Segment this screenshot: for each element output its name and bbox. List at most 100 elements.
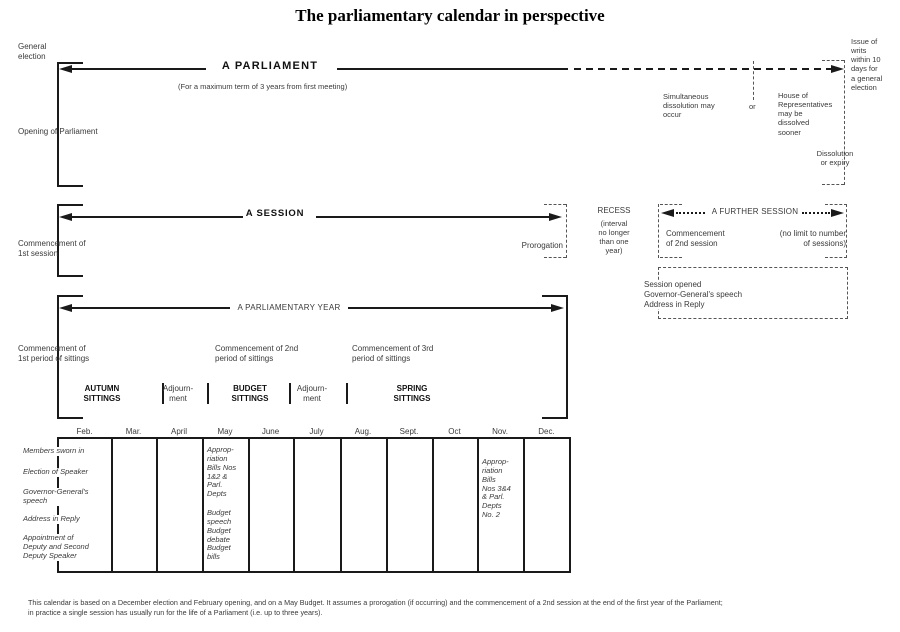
further-session-bracket-right-top-tick	[825, 204, 847, 205]
table-column-line-5	[293, 437, 295, 573]
month-header-may: May	[217, 427, 233, 436]
year-line-right	[348, 307, 551, 309]
year-title: A PARLIAMENTARY YEAR	[237, 303, 341, 312]
table-column-line-3	[202, 437, 204, 573]
commencement-2nd-session-label: Commencement of 2nd session	[666, 229, 725, 248]
footnote: This calendar is based on a December ele…	[28, 598, 723, 618]
prorogation-bracket-top-tick	[544, 204, 566, 205]
parliament-bracket-left	[57, 62, 59, 187]
further-session-bracket-right-bottom-tick	[825, 257, 847, 258]
event-address-in-reply: Address in Reply	[22, 514, 81, 524]
session-line-left	[72, 216, 243, 218]
table-column-line-4	[248, 437, 250, 573]
parliament-subtitle: (For a maximum term of 3 years from firs…	[178, 82, 348, 91]
table-right-border	[569, 437, 571, 573]
table-column-line-2	[156, 437, 158, 573]
autumn-sittings-label: AUTUMN SITTINGS	[83, 384, 121, 403]
further-session-arrowhead-left	[661, 209, 674, 217]
month-header-oct: Oct	[448, 427, 461, 436]
month-header-dec: Dec.	[538, 427, 555, 436]
dissolution-bracket	[844, 60, 845, 185]
simultaneous-dissolution-label: Simultaneous dissolution may occur	[663, 92, 715, 120]
period3-label: Commencement of 3rd period of sittings	[352, 344, 434, 363]
table-column-line-1	[111, 437, 113, 573]
year-arrowhead-right	[551, 304, 564, 312]
event-deputy-speaker-appointment: Appointment of Deputy and Second Deputy …	[22, 533, 90, 561]
further-session-dotted-line-left	[676, 212, 705, 214]
dissolution-bracket-top-tick	[822, 60, 844, 61]
spring-sittings-label: SPRING SITTINGS	[393, 384, 431, 403]
year-bracket-left-top-tick	[57, 295, 83, 297]
session-arrowhead-left	[59, 213, 72, 221]
year-bracket-right-bottom-tick	[542, 417, 568, 419]
parliament-bracket-left-top-tick	[57, 62, 83, 64]
table-column-line-8	[432, 437, 434, 573]
period1-label: Commencement of 1st period of sittings	[18, 344, 90, 363]
session-bracket-left-bottom-tick	[57, 275, 83, 277]
further-session-bracket-right	[846, 204, 847, 258]
parliament-line-dashed	[574, 68, 831, 70]
further-session-bracket-left-bottom-tick	[660, 257, 682, 258]
adjournment1-label: Adjourn- ment	[162, 384, 194, 403]
period2-label: Commencement of 2nd period of sittings	[215, 344, 299, 363]
further-session-dotted-line-right	[802, 212, 830, 214]
dissolution-bracket-bottom-tick	[822, 184, 844, 185]
month-header-jul: July	[309, 427, 324, 436]
year-bracket-left	[57, 295, 59, 419]
budget-sittings-label: BUDGET SITTINGS	[231, 384, 269, 403]
nov-appropriation-cell: Approp- riation Bills Nos 3&4 & Parl. De…	[481, 457, 523, 520]
table-top-border	[57, 437, 571, 439]
month-header-mar: Mar.	[125, 427, 142, 436]
may-appropriation-cell: Approp- riation Bills Nos 1&2 & Parl. De…	[206, 445, 248, 500]
month-header-apr: April	[170, 427, 187, 436]
year-line-left	[72, 307, 230, 309]
further-session-bracket-left-top-tick	[660, 204, 682, 205]
recess-label: RECESS	[597, 206, 631, 215]
issue-of-writs-label: Issue of writs within 10 days for a gene…	[851, 37, 883, 92]
recess-note: (interval no longer than one year)	[598, 219, 630, 256]
parliament-line-left	[72, 68, 206, 70]
prorogation-label: Prorogation	[521, 241, 563, 250]
parliament-arrowhead-right	[831, 65, 844, 73]
page-title: The parliamentary calendar in perspectiv…	[295, 6, 605, 25]
month-header-sep: Sept.	[399, 427, 419, 436]
parliament-title: A PARLIAMENT	[221, 60, 319, 72]
sittings-divider-1	[162, 383, 164, 404]
month-header-jun: June	[261, 427, 280, 436]
dissolution-or-expiry-label: Dissolution or expiry	[816, 149, 854, 168]
opening-of-parliament-label: Opening of Parliament	[18, 127, 98, 136]
year-bracket-left-bottom-tick	[57, 417, 83, 419]
dissolution-point-tick	[753, 61, 754, 100]
session-bracket-left-top-tick	[57, 204, 83, 206]
further-session-arrowhead-right	[831, 209, 844, 217]
adjournment2-label: Adjourn- ment	[296, 384, 328, 403]
no-limit-label: (no limit to number of sessions)	[779, 229, 846, 248]
parliament-line-mid	[337, 68, 568, 70]
session-line-right	[316, 216, 549, 218]
or-label: or	[749, 102, 756, 111]
house-dissolved-label: House of Representatives may be dissolve…	[778, 91, 833, 137]
further-session-title: A FURTHER SESSION	[711, 207, 799, 216]
further-session-bracket-left	[658, 204, 659, 258]
parliament-bracket-left-bottom-tick	[57, 185, 83, 187]
table-column-line-9	[477, 437, 479, 573]
sittings-divider-4	[346, 383, 348, 404]
month-header-aug: Aug.	[354, 427, 372, 436]
prorogation-bracket	[566, 204, 567, 258]
year-arrowhead-left	[59, 304, 72, 312]
session-arrowhead-right	[549, 213, 562, 221]
event-governor-generals-speech: Governor-General's speech	[22, 487, 90, 506]
table-bottom-border	[57, 571, 571, 573]
table-column-line-7	[386, 437, 388, 573]
event-election-of-speaker: Election of Speaker	[22, 467, 90, 477]
month-header-feb: Feb.	[76, 427, 93, 436]
table-column-line-6	[340, 437, 342, 573]
commencement-1st-session-label: Commencement of 1st session	[18, 239, 86, 258]
table-column-line-10	[523, 437, 525, 573]
session-bracket-left	[57, 204, 59, 277]
session-opened-label: Session opened Governor-General's speech…	[642, 280, 745, 310]
sittings-divider-3	[289, 383, 291, 404]
year-bracket-right-top-tick	[542, 295, 568, 297]
parliament-arrowhead-left	[59, 65, 72, 73]
